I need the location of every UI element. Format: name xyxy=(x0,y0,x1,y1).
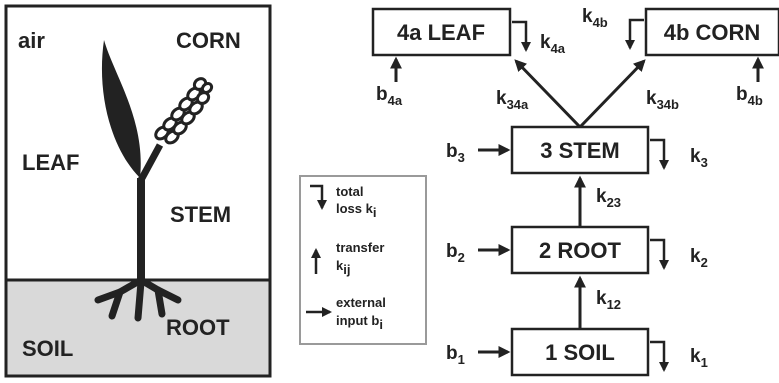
input-b3-sub: 3 xyxy=(458,150,465,165)
corn-label: CORN xyxy=(176,28,241,53)
transfer-arrow-k34a xyxy=(514,59,582,129)
legend-loss-text: loss k xyxy=(336,201,374,216)
input-b3: b3 xyxy=(446,141,465,165)
box-4b-corn xyxy=(644,7,779,57)
rate-k3: k3 xyxy=(690,146,708,170)
loss-arrow-k2 xyxy=(650,238,669,270)
input-b2-sub: 2 xyxy=(458,250,465,265)
loss-arrow-k4a xyxy=(512,20,531,52)
box-3-stem xyxy=(510,125,650,175)
rate-k4b-sub: 4b xyxy=(593,15,608,30)
input-b4a-sub: 4a xyxy=(388,93,403,108)
rate-k34a: k34a xyxy=(496,88,529,112)
rate-k23: k23 xyxy=(596,186,621,210)
legend-loss-line1: total xyxy=(336,184,363,199)
rate-k2: k2 xyxy=(690,246,708,270)
loss-arrow-k1 xyxy=(650,340,669,372)
corn-branch-drawing xyxy=(137,143,164,182)
legend-input-sub: i xyxy=(379,317,383,332)
legend-transfer-text: k xyxy=(336,258,344,273)
legend-input-line1: external xyxy=(336,295,386,310)
input-b4a-main: b xyxy=(376,84,388,105)
legend-transfer-line1: transfer xyxy=(336,240,384,255)
rate-k4a: k4a xyxy=(540,32,566,56)
rate-k4b-main: k xyxy=(582,6,593,27)
transfer-arrow-k34b xyxy=(578,59,646,129)
input-b4b-sub: 4b xyxy=(748,93,763,108)
rate-k34b: k34b xyxy=(646,88,679,112)
rate-k23-sub: 23 xyxy=(607,195,621,210)
rate-k4a-main: k xyxy=(540,32,551,53)
rate-k1-sub: 1 xyxy=(701,355,708,370)
rate-k3-main: k xyxy=(690,146,701,167)
box-1-soil xyxy=(510,327,650,377)
rate-k34a-main: k xyxy=(496,88,507,109)
stem-label: STEM xyxy=(170,202,231,227)
input-b2-main: b xyxy=(446,241,458,262)
legend: total loss ki transfer kij external inpu… xyxy=(299,175,427,345)
compartment-diagram: 4a LEAF 4b CORN 3 STEM 2 ROOT 1 SOIL k4a… xyxy=(371,6,779,377)
input-b1-sub: 1 xyxy=(458,352,465,367)
legend-input-text: input b xyxy=(336,313,379,328)
leaf-label: LEAF xyxy=(22,150,79,175)
rate-k12-main: k xyxy=(596,288,607,309)
input-b1: b1 xyxy=(446,343,465,367)
input-b1-main: b xyxy=(446,343,458,364)
legend-input-line2: input bi xyxy=(336,313,383,332)
rate-k2-sub: 2 xyxy=(701,255,708,270)
legend-loss-sub: i xyxy=(373,205,377,220)
legend-loss-line2: loss ki xyxy=(336,201,376,220)
corn-cob-drawing xyxy=(154,77,214,145)
plant-panel: air CORN LEAF STEM SOIL ROOT xyxy=(4,4,272,378)
compartment-soil-label: 1 SOIL xyxy=(545,340,615,365)
loss-symbol-icon xyxy=(310,184,327,210)
rate-k1-main: k xyxy=(690,346,701,367)
leaf-drawing xyxy=(101,40,141,178)
loss-arrow-k3 xyxy=(650,138,669,170)
input-b4b: b4b xyxy=(736,84,763,108)
box-4a-leaf xyxy=(371,7,512,57)
loss-arrow-k4b xyxy=(625,18,644,50)
rate-k34b-sub: 34b xyxy=(657,97,679,112)
root-label: ROOT xyxy=(166,315,230,340)
soil-label: SOIL xyxy=(22,336,73,361)
plant-panel-border xyxy=(4,4,272,378)
rate-k34b-main: k xyxy=(646,88,657,109)
legend-transfer-sub: ij xyxy=(343,262,350,277)
roots-drawing xyxy=(94,276,182,322)
legend-transfer-line2: kij xyxy=(336,258,350,277)
rate-k2-main: k xyxy=(690,246,701,267)
compartment-corn-label: 4b CORN xyxy=(664,20,761,45)
air-label: air xyxy=(18,28,45,53)
rate-k4a-sub: 4a xyxy=(551,41,566,56)
input-b4b-main: b xyxy=(736,84,748,105)
compartment-stem-label: 3 STEM xyxy=(540,138,619,163)
rate-k3-sub: 3 xyxy=(701,155,708,170)
input-b3-main: b xyxy=(446,141,458,162)
compartment-leaf-label: 4a LEAF xyxy=(397,20,485,45)
input-b4a: b4a xyxy=(376,84,403,108)
rate-k1: k1 xyxy=(690,346,708,370)
rate-k23-main: k xyxy=(596,186,607,207)
box-2-root xyxy=(510,225,650,275)
rate-k12-sub: 12 xyxy=(607,297,621,312)
rate-k12: k12 xyxy=(596,288,621,312)
input-b2: b2 xyxy=(446,241,465,265)
compartment-root-label: 2 ROOT xyxy=(539,238,621,263)
rate-k4b: k4b xyxy=(582,6,608,30)
rate-k34a-sub: 34a xyxy=(507,97,529,112)
